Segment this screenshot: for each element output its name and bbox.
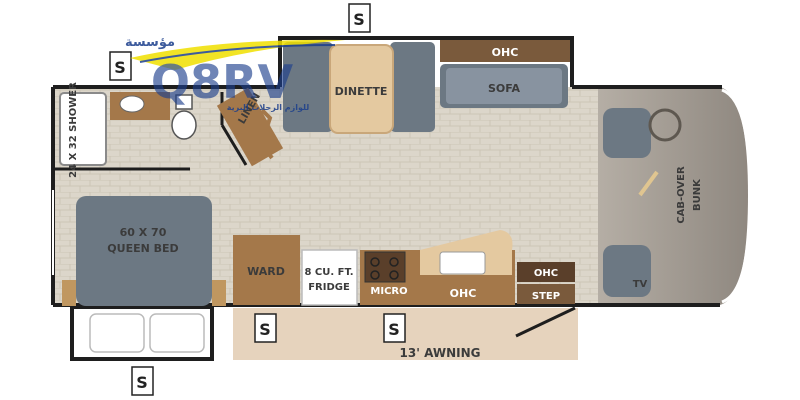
toilet: [171, 110, 197, 140]
pillow-left: [89, 313, 145, 353]
passenger-seat: [603, 245, 651, 297]
entry-step: [517, 284, 575, 304]
fridge-label-2: FRIDGE: [308, 282, 350, 293]
awning-label: 13' AWNING: [400, 346, 481, 360]
slideout-marker-top: S: [348, 3, 371, 33]
slideout-marker-bed: S: [131, 366, 154, 396]
steering-wheel: [648, 108, 682, 142]
cab-over-bunk-label: CAB-OVER: [676, 166, 687, 224]
bed-type-label: QUEEN BED: [107, 242, 178, 255]
fridge-label-1: 8 CU. FT.: [304, 267, 353, 278]
svg-text:S: S: [353, 10, 365, 29]
svg-text:S: S: [388, 320, 400, 339]
ohc-galley-label: OHC: [450, 287, 477, 300]
nightstand-right: [212, 280, 226, 306]
windshield: [721, 88, 752, 304]
ohc-right-label: OHC: [534, 268, 558, 279]
entry-door: [515, 306, 576, 338]
step-label: STEP: [532, 291, 560, 302]
sink-bathroom: [119, 95, 145, 113]
slideout-marker-bath: S: [109, 51, 132, 81]
logo-brand: Q8RV: [151, 55, 294, 109]
pillow-right: [149, 313, 205, 353]
sink-galley: [439, 251, 486, 275]
wardrobe-label: WARD: [247, 265, 285, 278]
dinette-seat-right: [390, 42, 435, 132]
dinette-table: [329, 44, 394, 134]
svg-text:S: S: [136, 373, 148, 392]
shower: [59, 92, 107, 166]
nightstand-left: [62, 280, 76, 306]
dinette-seat-left: [283, 42, 333, 132]
cab-over-bunk-label-2: BUNK: [692, 178, 703, 211]
svg-text:S: S: [259, 320, 271, 339]
fridge: [301, 249, 358, 306]
logo-swoosh: [130, 39, 345, 70]
svg-text:S: S: [114, 58, 126, 77]
dinette-label: DINETTE: [335, 85, 388, 98]
ohc-right: [517, 262, 575, 282]
wardrobe: [233, 235, 300, 305]
sofa-label: SOFA: [488, 82, 521, 95]
slideout-marker-galley: S: [383, 313, 406, 343]
queen-bed: [76, 196, 212, 306]
slideout-marker-wardrobe: S: [254, 313, 277, 343]
logo-arabic-title: مؤسسة: [125, 35, 175, 50]
shower-size-label: 24 X 32 SHOWER: [68, 82, 79, 178]
bed-size-label: 60 X 70: [120, 226, 167, 239]
micro-label: MICRO: [370, 286, 407, 297]
logo-tagline: للوازم الرحلات البرية: [227, 103, 310, 112]
tv-label: TV: [633, 279, 648, 290]
ohc-top: [440, 40, 570, 62]
ohc-top-label: OHC: [492, 46, 519, 59]
driver-seat: [603, 108, 651, 158]
q8rv-logo-watermark: مؤسسة Q8RV للوازم الرحلات البرية: [125, 35, 345, 112]
